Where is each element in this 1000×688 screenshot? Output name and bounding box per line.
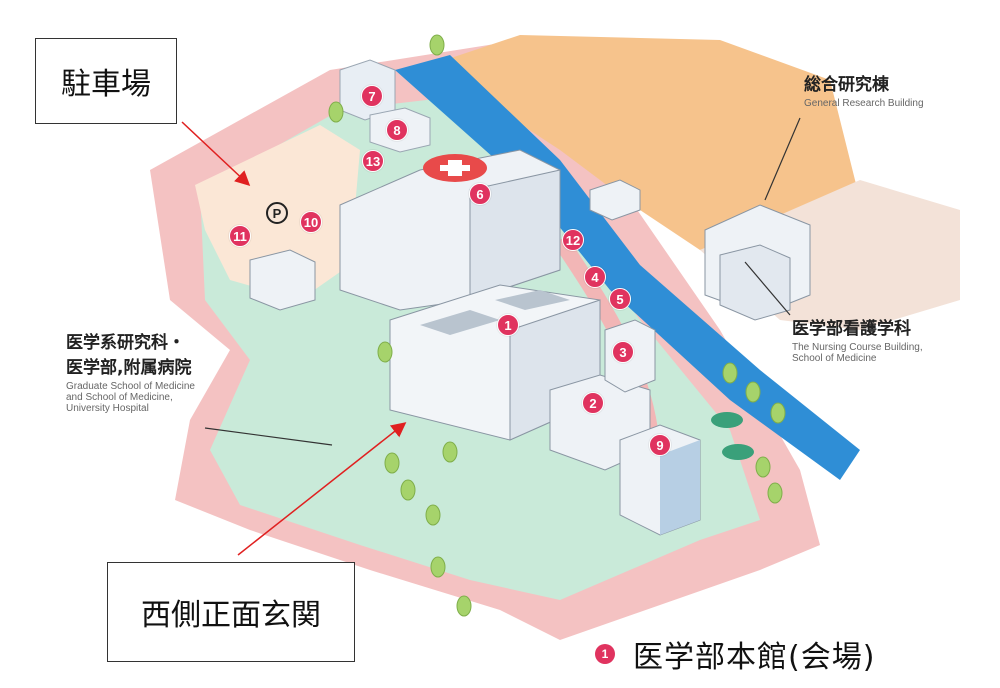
label-nursing-ja: 医学部看護学科: [792, 319, 911, 339]
marker-9[interactable]: 9: [649, 434, 671, 456]
label-general-research-ja: 総合研究棟: [804, 75, 889, 95]
parking-callout: 駐車場: [35, 38, 177, 124]
marker-2[interactable]: 2: [582, 392, 604, 414]
marker-8[interactable]: 8: [386, 119, 408, 141]
label-graduate-school: 医学系研究科・ 医学部,附属病院 Graduate School of Medi…: [66, 328, 195, 414]
marker-1[interactable]: 1: [497, 314, 519, 336]
leader-line-nursing: [744, 261, 791, 316]
label-nursing-en1: The Nursing Course Building,: [792, 342, 923, 353]
marker-6[interactable]: 6: [469, 183, 491, 205]
building-9: [619, 424, 701, 536]
bushes: [711, 412, 754, 460]
label-nursing: 医学部看護学科 The Nursing Course Building, Sch…: [792, 314, 923, 364]
label-graduate-school-ja2: 医学部,附属病院: [66, 358, 192, 378]
label-nursing-en2: School of Medicine: [792, 353, 877, 364]
helipad-cross-icon: [440, 160, 470, 176]
west-entrance-callout: 西側正面玄関: [107, 562, 355, 662]
building-1-main: [389, 284, 601, 441]
marker-11[interactable]: 11: [229, 225, 251, 247]
label-graduate-school-ja1: 医学系研究科・: [66, 333, 185, 353]
marker-4[interactable]: 4: [584, 266, 606, 288]
label-graduate-school-en2: and School of Medicine,: [66, 392, 173, 403]
leader-line-general-research: [764, 117, 801, 201]
orange-area: [430, 35, 860, 250]
building-nursing: [719, 244, 791, 321]
marker-10[interactable]: 10: [300, 211, 322, 233]
trees: [328, 34, 786, 617]
legend-text: 医学部本館(会場): [633, 640, 876, 675]
marker-3[interactable]: 3: [612, 341, 634, 363]
arrow-to-parking: [181, 121, 251, 187]
marker-7[interactable]: 7: [361, 85, 383, 107]
label-general-research: 総合研究棟 General Research Building: [804, 70, 924, 109]
parking-symbol-icon: P: [266, 202, 288, 224]
building-small-west: [249, 249, 316, 311]
label-graduate-school-en3: University Hospital: [66, 403, 149, 414]
legend: 1 医学部本館(会場): [595, 632, 875, 676]
label-general-research-en: General Research Building: [804, 98, 924, 109]
marker-13[interactable]: 13: [362, 150, 384, 172]
legend-marker: 1: [595, 644, 615, 664]
label-graduate-school-en1: Graduate School of Medicine: [66, 381, 195, 392]
building-bridge: [589, 179, 641, 221]
building-6-hospital: [339, 149, 561, 311]
marker-12[interactable]: 12: [562, 229, 584, 251]
leader-line-graduate-school: [204, 427, 333, 446]
marker-5[interactable]: 5: [609, 288, 631, 310]
arrow-to-west-entrance: [237, 422, 407, 556]
